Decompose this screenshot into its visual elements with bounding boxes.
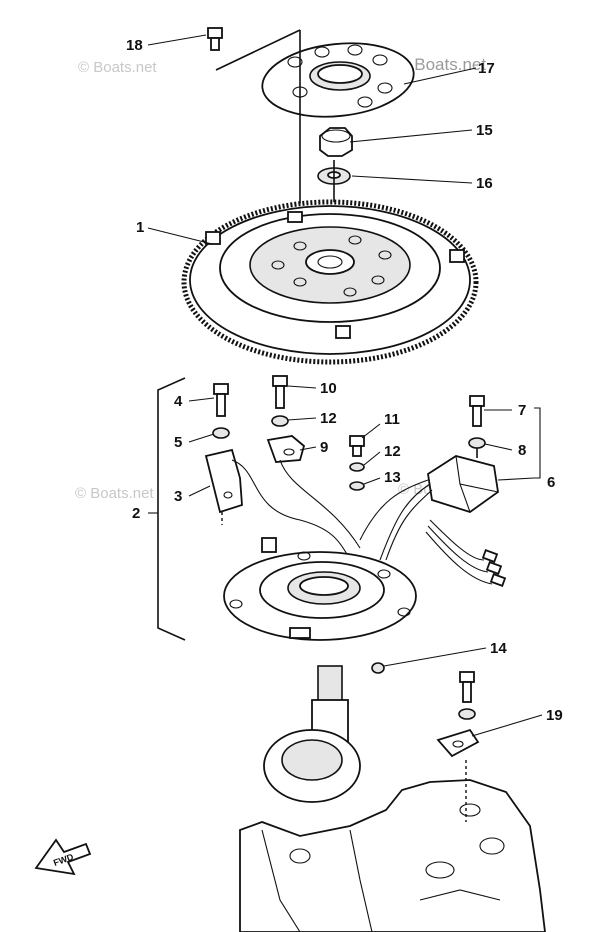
- engine-block: [239, 760, 546, 932]
- callout-9: 9: [320, 439, 328, 456]
- callout-7: 7: [518, 402, 526, 419]
- callout-14: 14: [490, 640, 507, 657]
- watermark-mid-left: © Boats.net: [75, 485, 154, 502]
- pulser-coil-3: [204, 448, 243, 525]
- callout-16: 16: [476, 175, 493, 192]
- callout-5: 5: [174, 434, 182, 451]
- washer-13-icon: [349, 481, 365, 491]
- callout-17: 17: [478, 60, 495, 77]
- callout-11: 11: [384, 411, 400, 428]
- callout-15: 15: [476, 122, 493, 139]
- bolt-19-icon: [458, 671, 476, 720]
- callout-13: 13: [384, 469, 401, 486]
- bolt-7-icon: [469, 395, 485, 427]
- callout-19: 19: [546, 707, 563, 724]
- washer-5-icon: [212, 427, 230, 439]
- callout-8: 8: [518, 442, 526, 459]
- nut-15-icon: [319, 127, 353, 157]
- callout-18: 18: [126, 37, 143, 54]
- screw-4-icon: [213, 383, 229, 417]
- group-bracket-2: [157, 377, 186, 641]
- watermark-top-left: © Boats.net: [78, 59, 157, 76]
- watermark-top-right: © Boats.net: [397, 55, 486, 74]
- flywheel-1: [181, 199, 479, 365]
- clamp-19: [436, 728, 480, 758]
- cover-plate-17: [261, 42, 415, 118]
- callout-2: 2: [132, 505, 140, 522]
- callout-12-lower: 12: [384, 443, 401, 460]
- screw-11-icon: [349, 435, 365, 457]
- callout-12-upper: 12: [320, 410, 337, 427]
- washer-12-upper-icon: [271, 415, 289, 427]
- wiring-harness: [231, 459, 507, 587]
- fwd-arrow-icon: FWD: [34, 838, 92, 876]
- bolt-18-icon: [207, 27, 223, 51]
- callout-1: 1: [136, 219, 144, 236]
- callout-6: 6: [547, 474, 555, 491]
- cdi-unit-6: [427, 448, 499, 513]
- leader-lines: [147, 34, 543, 737]
- screw-10-icon: [272, 375, 288, 409]
- stator-base-plate: [223, 537, 417, 641]
- washer-12-lower-icon: [349, 462, 365, 472]
- callout-10: 10: [320, 380, 337, 397]
- key-14-icon: [371, 662, 385, 674]
- crankshaft: [263, 665, 361, 803]
- washer-8-icon: [468, 437, 486, 449]
- callout-4: 4: [174, 393, 183, 410]
- lighting-coil-9: [266, 435, 306, 463]
- callout-3: 3: [174, 488, 182, 505]
